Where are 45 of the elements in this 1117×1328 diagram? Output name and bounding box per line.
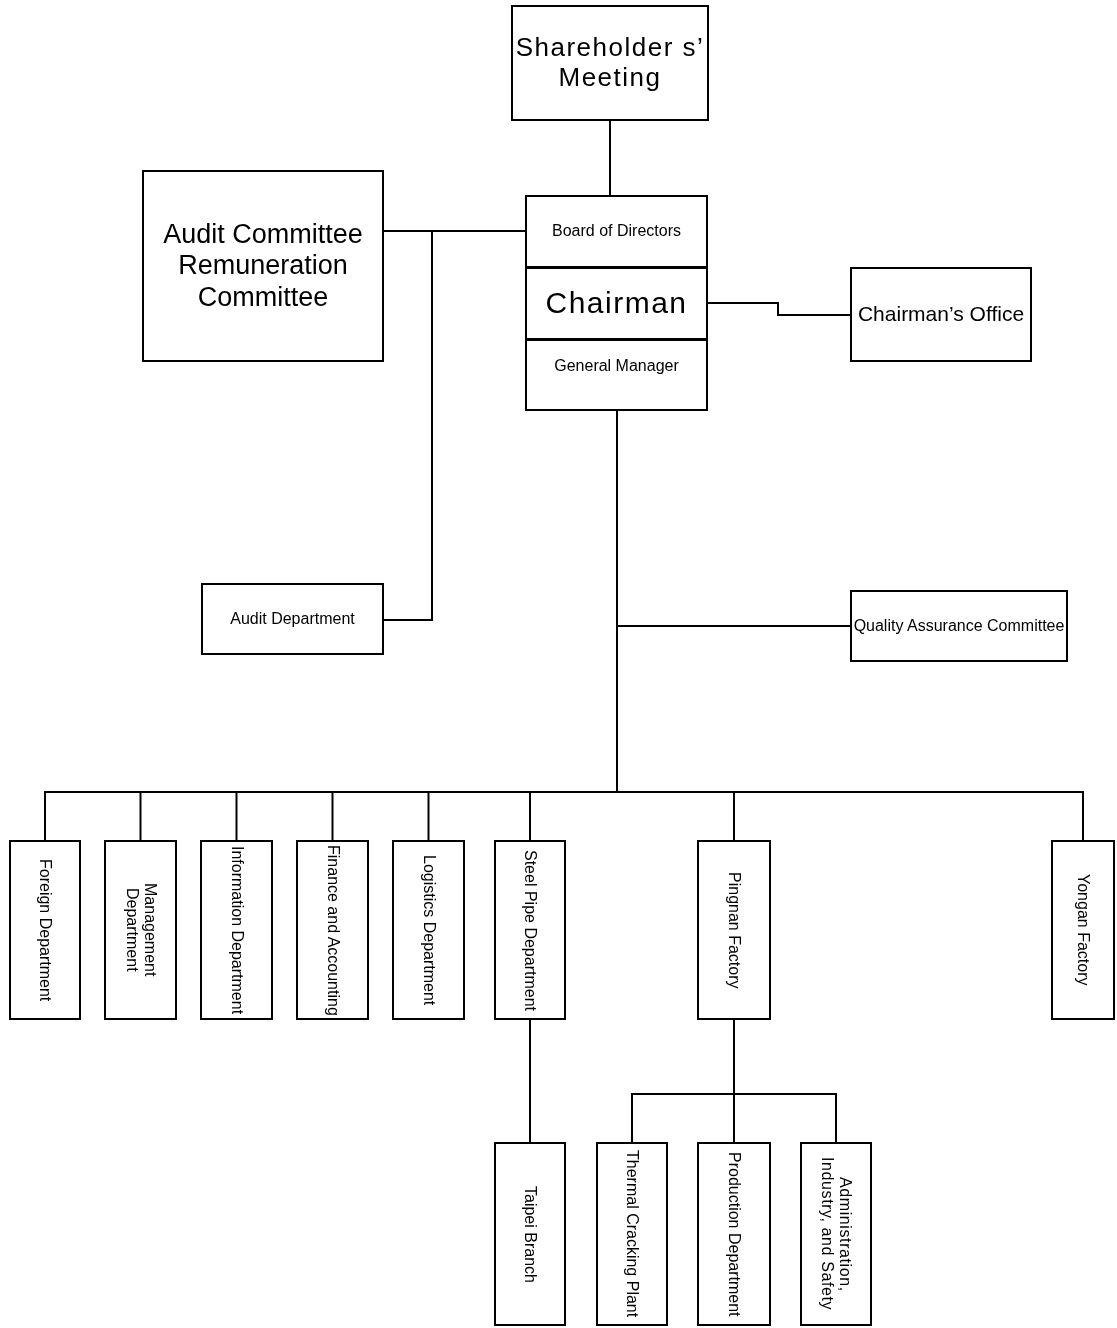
box-label: Yongan Factory <box>1074 874 1093 986</box>
box-label: General Manager <box>554 357 679 376</box>
org-box <box>494 840 566 1020</box>
org-box <box>200 840 273 1020</box>
connector-line <box>733 1019 837 1143</box>
connector-line <box>609 120 611 196</box>
box-label: Taipei Branch <box>521 1185 540 1283</box>
org-box <box>296 840 369 1020</box>
org-box <box>104 840 177 1020</box>
box-label: Steel Pipe Department <box>521 849 540 1011</box>
box-label: Audit Committee <box>163 219 363 251</box>
box-label: Pingnan Factory <box>725 871 744 989</box>
box-label: Thermal Cracking Plant <box>623 1150 642 1318</box>
box-label: Production Department <box>725 1151 744 1317</box>
box-label: Logistics Department <box>419 854 438 1006</box>
org-box <box>697 1142 771 1326</box>
box-label: Shareholder s’ Meeting <box>514 33 706 93</box>
connector-line <box>707 302 851 316</box>
connector-line <box>529 1019 531 1143</box>
box-label: Board of Directors <box>552 222 681 241</box>
box-label: Audit Department <box>230 609 355 629</box>
org-box <box>525 267 708 340</box>
org-box <box>392 840 465 1020</box>
org-box <box>511 5 709 121</box>
box-label: Finance and Accounting <box>323 844 342 1016</box>
org-box <box>201 583 384 655</box>
box-label: Chairman’s Office <box>857 302 1025 327</box>
org-box <box>800 1142 872 1326</box>
box-label: Management Department <box>122 882 159 979</box>
org-box <box>697 840 771 1020</box>
org-box <box>1051 840 1115 1020</box>
box-label: Chairman <box>545 286 688 321</box>
box-label: Remuneration Committee <box>177 250 349 313</box>
org-box <box>9 840 81 1020</box>
box-label: Information Department <box>227 845 246 1015</box>
org-box <box>525 339 708 411</box>
box-label: Administration, Industry, and Safety <box>818 1156 855 1313</box>
box-label: Quality Assurance Committee <box>853 616 1065 636</box>
org-box <box>850 590 1068 662</box>
org-box <box>142 170 384 362</box>
org-box <box>525 195 708 268</box>
box-label: Foreign Department <box>36 858 55 1002</box>
org-box <box>596 1142 668 1326</box>
org-box <box>494 1142 566 1326</box>
org-box <box>850 267 1032 362</box>
